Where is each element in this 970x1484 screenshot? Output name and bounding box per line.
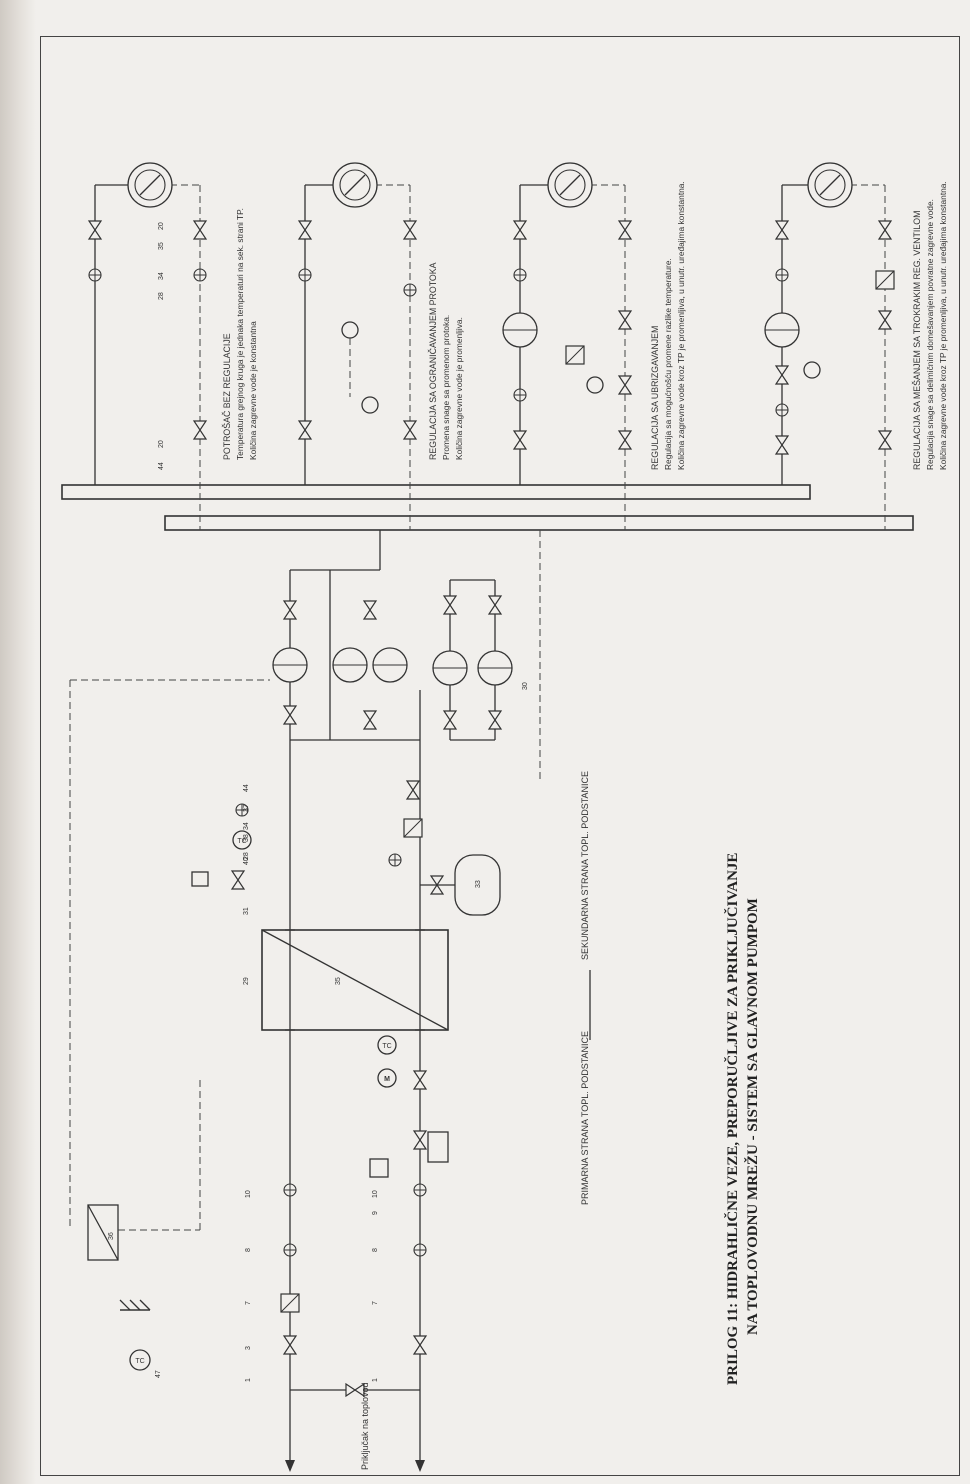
primary-top-number-3: 8 (245, 1248, 252, 1252)
consumer-3-line-1: Regulacija sa mogućnošću promene razlike… (663, 258, 673, 470)
secondary-number-0: 29 (243, 977, 250, 985)
consumer-3-line-2: Količina zagrevne vode kroz TP je promen… (676, 181, 686, 470)
consumer-4-line-1: Regulacija snage sa delimičnim domešavan… (925, 199, 935, 470)
consumer-number-2: 28 (158, 292, 165, 300)
title-line-2: NA TOPLOVODNU MREŽU - SISTEM SA GLAVNOM … (745, 898, 761, 1335)
consumer-2-heading: REGULACIJA SA OGRANIČAVANJEM PROTOKA (428, 262, 438, 461)
tc-label-outdoor: TC (135, 1358, 144, 1365)
consumer-1-heading: POTROŠAČ BEZ REGULACIJE (222, 333, 232, 460)
connection-label: Priključak na toplovod (360, 1382, 370, 1470)
title-line-1: PRILOG 11: HIDRAHLIČNE VEZE, PREPORUČLJI… (725, 852, 741, 1385)
consumer-number-5: 20 (158, 222, 165, 230)
secondary-number-3: 38 (243, 834, 250, 842)
secondary-number-6: 34 (243, 822, 250, 830)
consumer-4-heading: REGULACIJA SA MEŠANJEM SA TROKRAKIM REG.… (912, 210, 922, 470)
primary-top-number-2: 7 (245, 1301, 252, 1305)
primary-circuit: M TC 35 TC 33 (191, 690, 501, 1472)
pump-group-number: 30 (522, 682, 529, 690)
outdoor-sensor-number: 47 (155, 1370, 162, 1378)
primary-bottom-number-2: 8 (372, 1248, 379, 1252)
consumer-number-0: 44 (158, 462, 165, 470)
consumer-1-line-1: Temperatura grejnog kruga je jednaka tem… (235, 207, 245, 460)
consumer-number-4: 35 (158, 242, 165, 250)
consumer-2-line-1: Promena snage sa promenom protoka. (441, 314, 451, 460)
tc-label-secondary: TC (237, 838, 246, 845)
consumer-2-line-2: Količina zagrevne vode je promenljiva. (454, 317, 464, 460)
consumer-circuits (88, 162, 895, 530)
tank-number: 33 (475, 880, 482, 888)
primary-bottom-number-4: 10 (372, 1190, 379, 1198)
primary-bottom-number-0: 1 (372, 1378, 379, 1382)
outdoor-sensor-group: 36 TC 47 (87, 1080, 201, 1378)
pump-group: 30 (69, 569, 529, 1230)
distribution-headers (61, 484, 914, 780)
consumer-3-heading: REGULACIJA SA UBRIZGAVANJEM (650, 325, 660, 470)
exchanger-number: 35 (335, 977, 342, 985)
consumer-4-line-2: Količina zagrevne vode kroz TP je promen… (938, 181, 948, 470)
primary-side-label: PRIMARNA STRANA TOPL. PODSTANICE (580, 1030, 590, 1205)
tc-label-primary: TC (382, 1043, 391, 1050)
primary-bottom-number-3: 9 (372, 1211, 379, 1215)
consumer-1-line-2: Količina zagrevne vode je konstantna (248, 321, 258, 460)
consumer-number-3: 34 (158, 272, 165, 280)
primary-top-number-0: 1 (245, 1378, 252, 1382)
secondary-number-7: 44 (243, 784, 250, 792)
primary-top-number-1: 3 (245, 1346, 252, 1350)
controller-number: 36 (108, 1232, 115, 1240)
sheet-border (40, 36, 960, 1476)
secondary-number-1: 31 (243, 907, 250, 915)
motor-label: M (384, 1076, 390, 1083)
primary-top-number-4: 10 (245, 1190, 252, 1198)
secondary-number-4: 37 (243, 804, 250, 812)
secondary-number-5: 28 (243, 852, 250, 860)
scan-shadow (0, 0, 36, 1484)
secondary-side-label: SEKUNDARNA STRANA TOPL. PODSTANICE (580, 770, 590, 960)
consumer-number-1: 20 (158, 440, 165, 448)
primary-bottom-number-1: 7 (372, 1301, 379, 1305)
